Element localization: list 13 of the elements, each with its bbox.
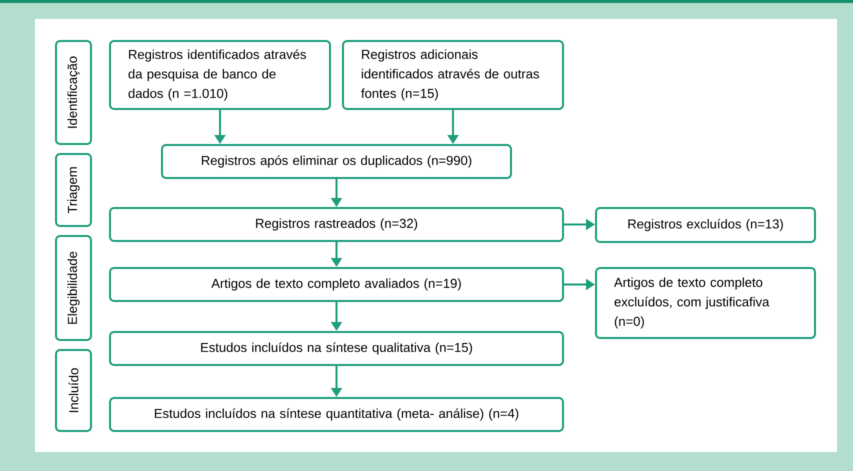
process-box: Registros rastreados (n=32) — [109, 207, 564, 242]
process-box: Registros adicionais identificados através de outras fontes (n=15) — [342, 40, 564, 110]
process-box: Registros após eliminar os duplicados (n=990) — [161, 144, 512, 179]
stage-box: Elegibilidade — [55, 235, 92, 341]
process-box: Estudos incluídos na síntese quantitativa (meta- análise) (n=4) — [109, 397, 564, 432]
process-box: Artigos de texto completo excluídos, com justificafiva (n=0) — [595, 267, 816, 339]
process-box: Artigos de texto completo avaliados (n=19) — [109, 267, 564, 302]
stage-box: Triagem — [55, 153, 92, 227]
process-box: Estudos incluídos na síntese qualitativa (n=15) — [109, 331, 564, 366]
process-box: Registros excluídos (n=13) — [595, 207, 816, 243]
stage-box: Identificação — [55, 40, 92, 145]
process-box: Registros identificados através da pesquisa de banco de dados (n =1.010) — [109, 40, 331, 110]
stage-box: Incluído — [55, 349, 92, 432]
